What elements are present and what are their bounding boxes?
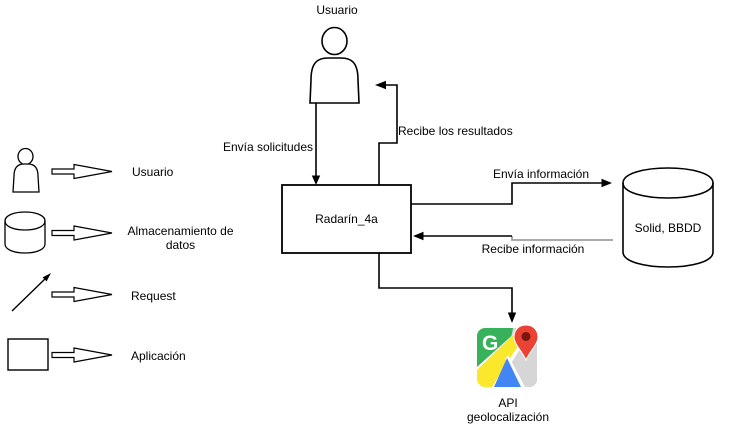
edge-send-requests bbox=[311, 103, 321, 185]
db-cylinder-icon bbox=[622, 167, 714, 268]
edge-app-to-api bbox=[378, 253, 517, 323]
app-node-box bbox=[281, 184, 412, 254]
google-maps-icon: G bbox=[477, 324, 539, 387]
block-arrow-icon bbox=[51, 163, 113, 180]
legend-rectangle-icon bbox=[7, 338, 49, 371]
edge-label-send-info: Envía información bbox=[492, 167, 590, 181]
arrowhead-down bbox=[507, 312, 517, 323]
arrowhead-left bbox=[375, 80, 386, 90]
legend-block-arrows bbox=[51, 163, 113, 363]
db-cylinder-body bbox=[622, 167, 714, 268]
arrowhead-left bbox=[413, 231, 424, 241]
edge-send-info bbox=[411, 178, 612, 205]
legend-label-usuario: Usuario bbox=[132, 165, 174, 179]
user-body bbox=[309, 57, 360, 104]
legend-label-aplicacion: Aplicación bbox=[131, 349, 186, 363]
block-arrow-icon bbox=[51, 286, 113, 303]
block-arrow-icon bbox=[51, 225, 113, 241]
user-head bbox=[321, 26, 348, 56]
arrowhead-right bbox=[601, 178, 612, 188]
user-node-label: Usuario bbox=[316, 3, 358, 17]
legend-cylinder-icon bbox=[4, 211, 46, 254]
user-node-icon bbox=[309, 26, 360, 104]
maps-blue-area bbox=[494, 358, 521, 387]
legend-request-arrow-icon bbox=[11, 273, 51, 312]
db-node-label: Solid, BBDD bbox=[634, 221, 702, 235]
block-arrow-icon bbox=[51, 347, 113, 363]
legend-person-icon bbox=[12, 147, 40, 193]
api-node-label: API geolocalización bbox=[466, 396, 550, 425]
arrowhead-down bbox=[311, 175, 321, 185]
maps-g-letter: G bbox=[482, 332, 498, 355]
maps-white-stripe bbox=[505, 355, 525, 387]
maps-road-yellow bbox=[477, 333, 523, 387]
app-node-label: Radarín_4a bbox=[315, 212, 378, 226]
maps-pin bbox=[513, 324, 539, 362]
edge-receive-results bbox=[375, 80, 398, 185]
edge-receive-info bbox=[413, 231, 613, 241]
legend-label-almacenamiento: Almacenamiento de datos bbox=[127, 224, 234, 253]
db-cylinder-rim bbox=[622, 182, 714, 199]
edge-label-receive-results: Recibe los resultados bbox=[398, 124, 513, 138]
edge-label-send-requests: Envía solicitudes bbox=[222, 140, 313, 154]
maps-pin-dot bbox=[521, 332, 531, 341]
legend-label-request: Request bbox=[131, 289, 176, 303]
edge-label-receive-info: Recibe información bbox=[481, 242, 585, 256]
